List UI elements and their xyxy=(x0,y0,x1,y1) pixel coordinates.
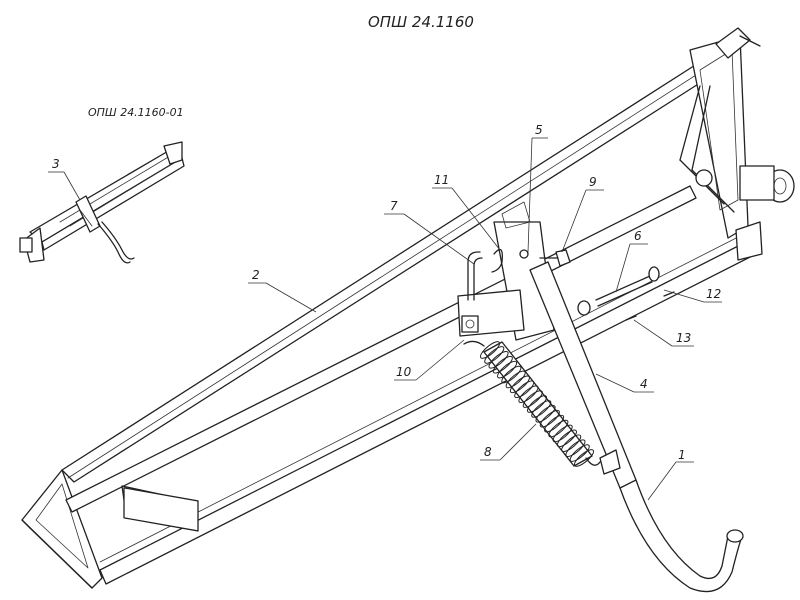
spring xyxy=(463,340,601,467)
callout-11: 11 xyxy=(432,173,501,251)
spring-coil xyxy=(522,390,543,408)
spring-coil xyxy=(561,434,582,453)
callout-label-6: 6 xyxy=(634,229,642,243)
callout-1: 1 xyxy=(647,448,694,501)
spring-coil xyxy=(518,385,539,403)
callout-8: 8 xyxy=(480,423,537,461)
callout-7: 7 xyxy=(384,199,475,265)
callout-2: 2 xyxy=(248,268,317,313)
spring-coil xyxy=(548,419,569,438)
spring-coil xyxy=(569,444,590,462)
callout-label-5: 5 xyxy=(535,123,543,137)
spring-coil xyxy=(539,409,560,428)
callout-label-13: 13 xyxy=(676,331,691,345)
spring-coil xyxy=(488,351,509,369)
spring-coil xyxy=(501,365,522,384)
callout-label-7: 7 xyxy=(390,199,398,213)
drawing-title: ОПШ 24.1160 xyxy=(368,13,474,31)
callout-5: 5 xyxy=(527,123,548,253)
callout-12: 12 xyxy=(663,287,722,303)
callout-label-9: 9 xyxy=(589,175,597,189)
callout-label-11: 11 xyxy=(434,173,449,187)
callout-label-12: 12 xyxy=(706,287,721,301)
variant-title: ОПШ 24.1160-01 xyxy=(88,106,184,119)
callout-10: 10 xyxy=(394,339,465,381)
spring-coil xyxy=(544,414,565,433)
callout-13: 13 xyxy=(633,319,694,347)
callout-label-8: 8 xyxy=(484,445,492,459)
callout-label-1: 1 xyxy=(678,448,686,462)
spring-coil xyxy=(535,405,556,423)
spring-coil xyxy=(552,424,573,443)
spring-coil xyxy=(573,449,595,467)
spring-coil xyxy=(505,370,526,389)
callout-label-3: 3 xyxy=(52,157,60,171)
variant-view xyxy=(19,141,185,264)
callout-4: 4 xyxy=(595,373,654,393)
callout-3: 3 xyxy=(48,157,81,201)
spring-coil xyxy=(497,360,518,379)
callout-label-4: 4 xyxy=(640,377,648,391)
callout-9: 9 xyxy=(561,175,604,253)
callout-6: 6 xyxy=(615,229,648,293)
spring-coil xyxy=(531,400,552,418)
spring-coil xyxy=(484,346,505,364)
callout-label-10: 10 xyxy=(396,365,412,379)
center-mechanism xyxy=(457,201,744,593)
spring-coil xyxy=(479,341,501,359)
spring-coil xyxy=(509,375,530,394)
spring-coil xyxy=(565,439,586,457)
spring-coil xyxy=(492,355,513,374)
spring-coil xyxy=(526,395,548,413)
spring-coil xyxy=(556,429,577,448)
spring-coil xyxy=(514,380,535,399)
callout-label-2: 2 xyxy=(252,268,260,282)
